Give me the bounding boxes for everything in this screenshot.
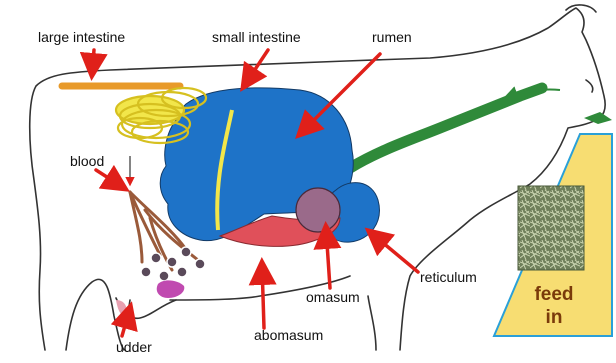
arrow-small-intestine	[244, 50, 268, 86]
label-reticulum: reticulum	[420, 269, 477, 285]
esophagus	[350, 88, 542, 168]
teat	[116, 300, 127, 315]
arrow-reticulum	[370, 232, 418, 272]
arrow-omasum	[326, 228, 330, 288]
arrow-abomasum	[262, 264, 264, 328]
label-udder: udder	[116, 339, 152, 355]
udder-nodes	[141, 247, 205, 281]
udder	[157, 280, 185, 298]
label-small-intestine: small intestine	[212, 29, 301, 45]
label-large-intestine: large intestine	[38, 29, 125, 45]
arrow-blood	[96, 170, 124, 188]
feed-label-line2: in	[546, 307, 563, 328]
feed-label-line1: feed	[534, 284, 573, 305]
grass	[584, 112, 612, 124]
arrow-large-intestine	[92, 50, 94, 74]
omasum	[296, 188, 340, 232]
label-blood: blood	[70, 153, 104, 169]
label-omasum: omasum	[306, 289, 360, 305]
label-rumen: rumen	[372, 29, 412, 45]
feed-image	[518, 186, 584, 270]
